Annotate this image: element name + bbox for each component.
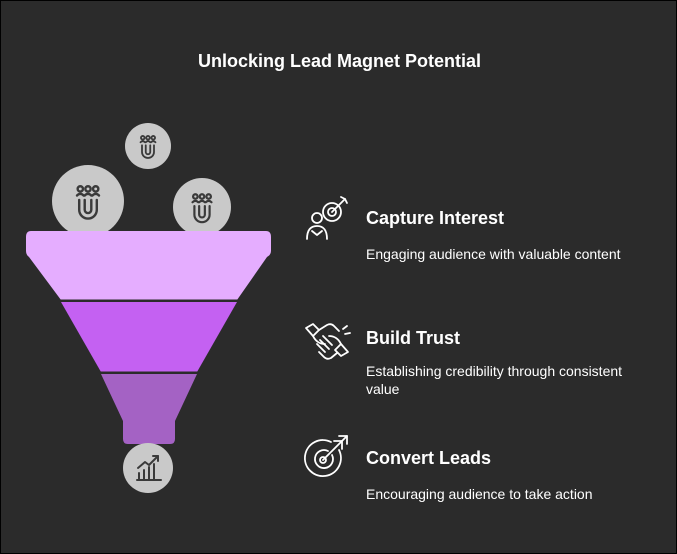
bubble-circle — [125, 123, 171, 169]
funnel-layer-trust — [61, 302, 237, 372]
bullseye-arrow-icon — [304, 435, 348, 477]
growth-chart-icon — [136, 455, 162, 481]
magnet-people-icon — [75, 185, 101, 220]
stage-title-capture: Capture Interest — [366, 208, 505, 228]
magnet-people-icon — [191, 193, 213, 224]
stage-title-trust: Build Trust — [366, 328, 460, 348]
diagram-title: Unlocking Lead Magnet Potential — [197, 51, 482, 71]
stage-desc-capture: Engaging audience with valuable content — [366, 246, 621, 262]
stage-icon-wrap — [301, 314, 353, 366]
bubble-small-top — [125, 123, 171, 169]
stage-desc-trust: Establishing credibility through consist… — [366, 363, 623, 397]
handshake-icon — [305, 323, 351, 360]
bubble-large-left — [52, 165, 124, 237]
bubble-medium-right — [173, 178, 231, 236]
bubble-circle — [173, 178, 231, 236]
funnel-layer-convert — [101, 374, 197, 444]
target-person-icon — [306, 196, 348, 240]
funnel-layer-capture — [26, 231, 271, 300]
stage-icon-wrap — [301, 432, 353, 484]
stage-title-convert: Convert Leads — [366, 448, 492, 468]
stage-desc-convert: Encouraging audience to take action — [366, 486, 593, 502]
magnet-people-icon — [139, 135, 157, 159]
output-bubble — [123, 443, 173, 493]
stage-icon-wrap — [301, 193, 353, 245]
bubble-circle — [52, 165, 124, 237]
